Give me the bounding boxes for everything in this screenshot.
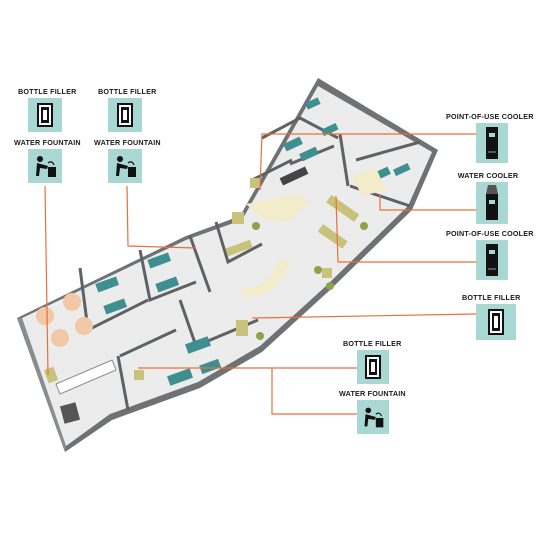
label-water-fountain: WATER FOUNTAIN [94, 138, 161, 147]
desk-right [352, 168, 386, 196]
bottle-filler-icon [28, 98, 62, 132]
leader-lines [44, 133, 477, 415]
point-of-use-cooler-icon [476, 123, 508, 163]
appliance [59, 402, 81, 424]
reception-desk [240, 258, 290, 297]
water-fountain-icon [28, 149, 62, 183]
bottle-filler-icon [357, 350, 389, 384]
bottle-filler-icon [476, 304, 516, 340]
label-bottle-filler: BOTTLE FILLER [343, 339, 402, 348]
label-water-fountain: WATER FOUNTAIN [339, 389, 406, 398]
water-cooler-icon [476, 182, 508, 224]
label-bottle-filler: BOTTLE FILLER [98, 87, 157, 96]
plants [252, 222, 368, 340]
water-fountain-icon [108, 149, 142, 183]
label-water-cooler: WATER COOLER [457, 171, 519, 180]
kitchen-counter [55, 359, 117, 395]
bottle-filler-icon [108, 98, 142, 132]
conference-tables [36, 293, 93, 347]
point-of-use-cooler-icon [476, 240, 508, 280]
nurse-station [246, 194, 308, 222]
label-point-of-use-cooler: POINT-OF-USE COOLER [446, 229, 534, 238]
front-wall [17, 318, 66, 452]
label-bottle-filler: BOTTLE FILLER [18, 87, 77, 96]
label-bottle-filler: BOTTLE FILLER [462, 293, 521, 302]
label-point-of-use-cooler: POINT-OF-USE COOLER [446, 112, 534, 121]
label-water-fountain: WATER FOUNTAIN [14, 138, 81, 147]
building-floor [22, 86, 432, 446]
seating [43, 166, 360, 384]
water-fountain-icon [357, 400, 389, 434]
